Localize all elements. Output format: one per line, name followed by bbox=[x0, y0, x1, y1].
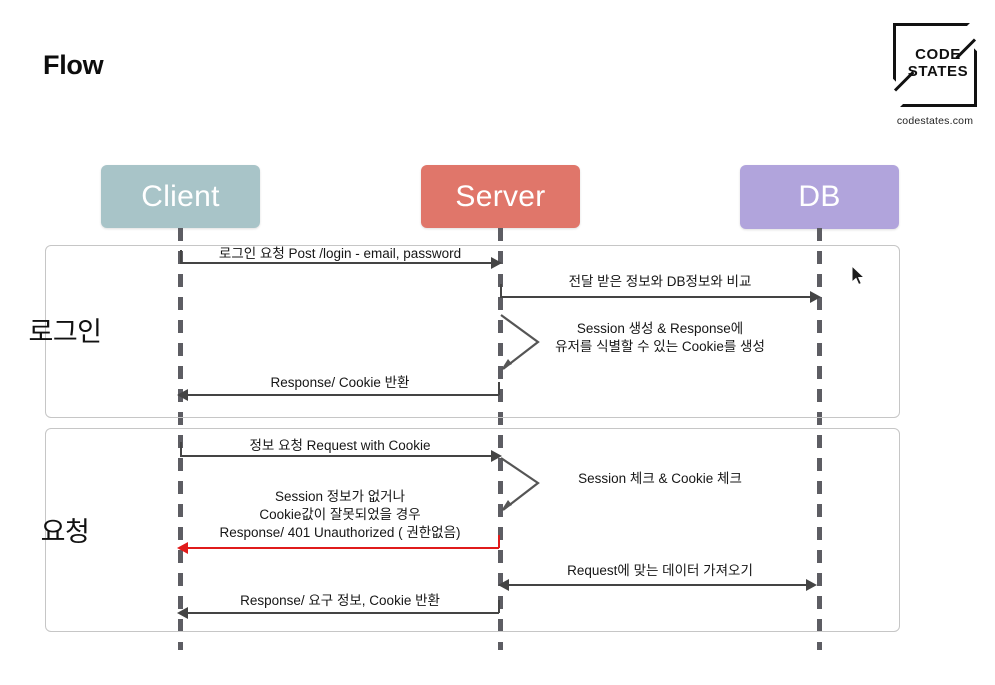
page-title: Flow bbox=[43, 50, 104, 80]
message-line-compare-db bbox=[500, 296, 812, 298]
section-request bbox=[45, 428, 900, 632]
message-label-info-response: Response/ 요구 정보, Cookie 반환 bbox=[240, 593, 440, 608]
actor-client-label: Client bbox=[141, 179, 220, 213]
section-login-label: 로그인 bbox=[28, 317, 102, 347]
actor-server: Server bbox=[421, 165, 580, 228]
logo-url: codestates.com bbox=[896, 115, 974, 127]
actor-server-label: Server bbox=[455, 179, 546, 213]
selfloop-session-create bbox=[498, 312, 548, 374]
logo-corner-cut-bottomleft-icon bbox=[873, 78, 911, 115]
actor-client: Client bbox=[101, 165, 260, 228]
message-label-info-request: 정보 요청 Request with Cookie bbox=[249, 438, 431, 453]
message-arrowhead-login-request bbox=[491, 257, 502, 269]
message-line-fetch-data bbox=[507, 584, 807, 586]
message-line-info-request bbox=[180, 455, 493, 457]
message-arrowhead-fetch-data-left bbox=[498, 579, 509, 591]
logo-wordmark: CODE STATES bbox=[896, 46, 980, 80]
mouse-pointer-icon bbox=[851, 264, 867, 287]
message-tail-login-request bbox=[180, 250, 182, 263]
message-label-compare-db: 전달 받은 정보와 DB정보와 비교 bbox=[568, 274, 752, 289]
section-request-label: 요청 bbox=[40, 517, 90, 547]
message-arrowhead-fetch-data-right bbox=[806, 579, 817, 591]
lifeline-server bbox=[498, 228, 503, 650]
actor-db: DB bbox=[740, 165, 899, 229]
message-arrowhead-login-response bbox=[177, 389, 188, 401]
selfloop-session-check bbox=[498, 455, 548, 515]
message-label-401-line2: Cookie값이 잘못되었을 경우 bbox=[259, 507, 421, 522]
message-label-login-request: 로그인 요청 Post /login - email, password bbox=[218, 246, 462, 261]
codestates-logo: CODE STATES codestates.com bbox=[873, 15, 995, 133]
logo-frame: CODE STATES bbox=[873, 15, 995, 115]
message-label-401-line3: Response/ 401 Unauthorized ( 권한없음) bbox=[219, 525, 461, 540]
logo-line-2: STATES bbox=[907, 63, 969, 80]
message-label-session-check: Session 체크 & Cookie 체크 bbox=[578, 471, 742, 486]
message-tail-401-unauthorized bbox=[498, 535, 500, 548]
message-arrowhead-info-response bbox=[177, 607, 188, 619]
logo-line-1: CODE bbox=[915, 46, 961, 63]
message-label-login-response: Response/ Cookie 반환 bbox=[270, 375, 410, 390]
message-line-login-response bbox=[186, 394, 499, 396]
message-tail-info-request bbox=[180, 442, 182, 455]
message-label-fetch-data: Request에 맞는 데이터 가져오기 bbox=[567, 563, 753, 578]
message-label-401-line1: Session 정보가 없거나 bbox=[274, 489, 406, 504]
message-arrowhead-info-request bbox=[491, 450, 502, 462]
message-label-session-create-2: 유저를 식별할 수 있는 Cookie를 생성 bbox=[555, 339, 765, 354]
message-line-info-response bbox=[186, 612, 499, 614]
section-login bbox=[45, 245, 900, 418]
message-tail-info-response bbox=[498, 600, 500, 613]
lifeline-client bbox=[178, 228, 183, 650]
message-line-login-request bbox=[180, 262, 493, 264]
message-line-401-unauthorized bbox=[186, 547, 499, 549]
message-tail-login-response bbox=[498, 382, 500, 395]
lifeline-db bbox=[817, 228, 822, 650]
message-tail-compare-db bbox=[500, 284, 502, 297]
actor-db-label: DB bbox=[798, 180, 841, 213]
message-label-session-create-1: Session 생성 & Response에 bbox=[576, 321, 744, 336]
message-arrowhead-compare-db bbox=[810, 291, 821, 303]
message-arrowhead-401-unauthorized bbox=[177, 542, 188, 554]
